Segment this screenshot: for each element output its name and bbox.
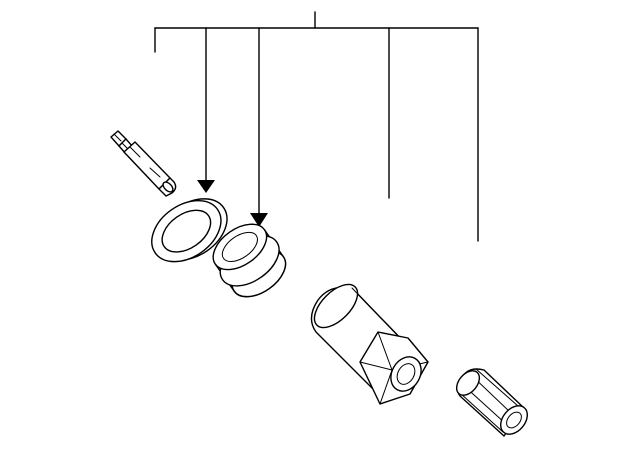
callout-bracket [154,11,479,242]
part-seal-grommet [212,223,287,298]
washer-inner [161,209,212,253]
seal-face [212,223,268,271]
part-valve-stem [110,130,177,197]
hex-nut-bore [390,356,422,392]
valve-stem-body [123,141,171,190]
valve-cap-end [500,405,528,435]
part-hex-nut [310,283,429,405]
part-grommet-washer [151,198,228,263]
part-valve-cap [455,368,528,437]
arrowhead-grommet-washer [197,180,215,193]
arrowhead-seal-grommet [250,213,268,227]
